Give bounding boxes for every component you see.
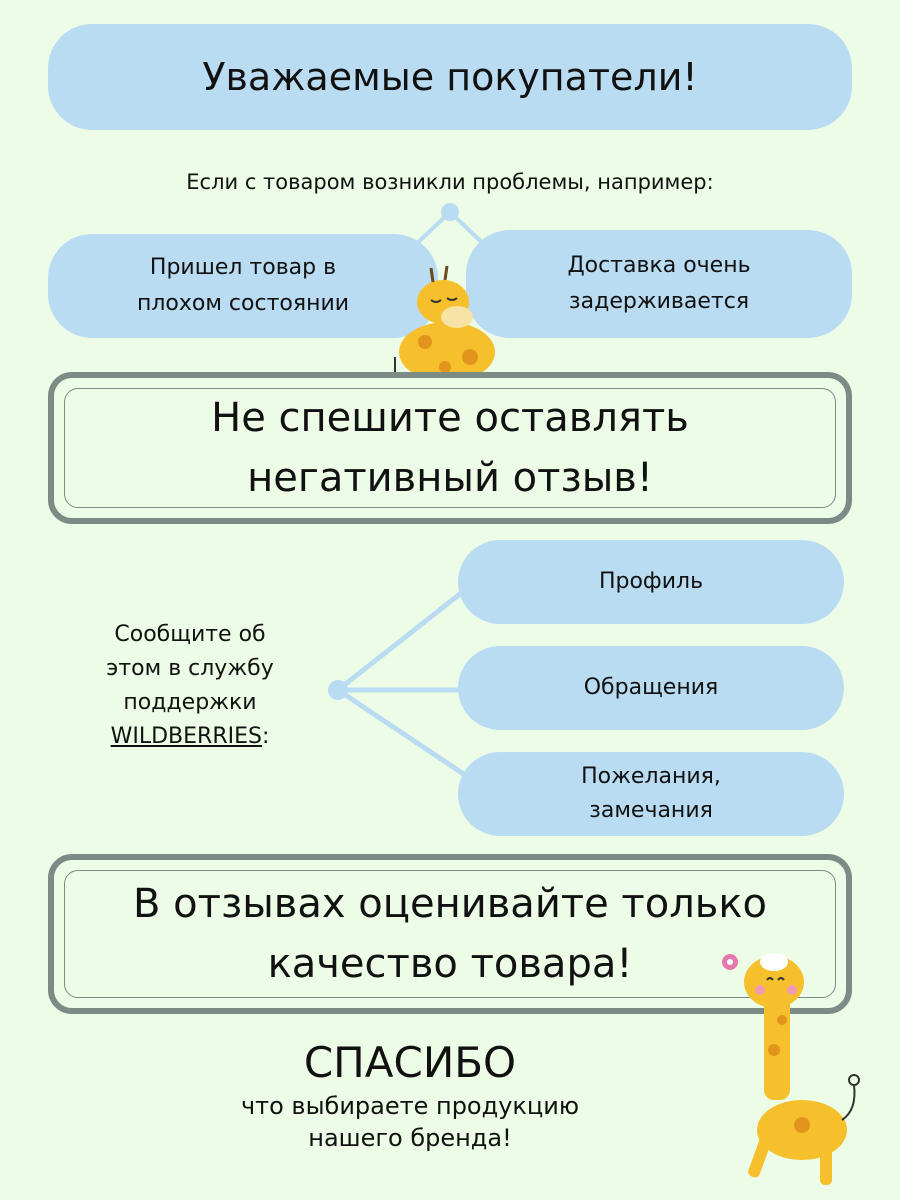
warning-box: Не спешите оставлять негативный отзыв! [48,372,852,524]
option-feedback: Пожелания, замечания [458,752,844,836]
option-profile: Профиль [458,540,844,624]
colon: : [261,724,270,749]
thanks-line: нашего бренда! [308,1124,512,1152]
problem-line: Доставка очень [567,253,751,278]
option-label: Обращения [583,675,719,700]
option-label: замечания [589,798,713,823]
intro-text: Если с товаром возникли проблемы, наприм… [186,170,714,194]
support-line: Сообщите об [114,622,266,647]
thanks-block: СПАСИБО что выбираете продукцию нашего б… [150,1036,670,1154]
problem-damaged: Пришел товар в плохом состоянии [48,234,438,338]
problem-line: Пришел товар в [149,255,337,280]
page-title: Уважаемые покупатели! [48,24,852,130]
option-label: Профиль [598,569,704,594]
thanks-line: что выбираете продукцию [240,1092,580,1120]
sleeping-giraffe-icon [394,265,495,382]
warning-line: Не спешите оставлять [211,395,689,441]
support-text: Сообщите об этом в службу поддержки WILD… [60,618,320,754]
problem-line: плохом состоянии [136,291,350,316]
support-connector-lines [328,588,467,778]
title-text: Уважаемые покупатели! [202,55,698,99]
warning-line: негативный отзыв! [247,455,653,501]
support-line: поддержки [123,690,257,715]
advice-box: В отзывах оценивайте только качество това… [48,854,852,1014]
support-line: этом в службу [106,656,274,681]
advice-line: В отзывах оценивайте только [133,881,767,927]
advice-line: качество товара! [267,941,633,987]
brand-name: WILDBERRIES [110,724,262,749]
thanks-title: СПАСИБО [303,1038,517,1087]
option-requests: Обращения [458,646,844,730]
problem-line: задерживается [568,289,750,314]
standing-giraffe-icon [722,953,860,1185]
problem-delivery: Доставка очень задерживается [466,230,852,338]
option-label: Пожелания, [581,764,721,789]
